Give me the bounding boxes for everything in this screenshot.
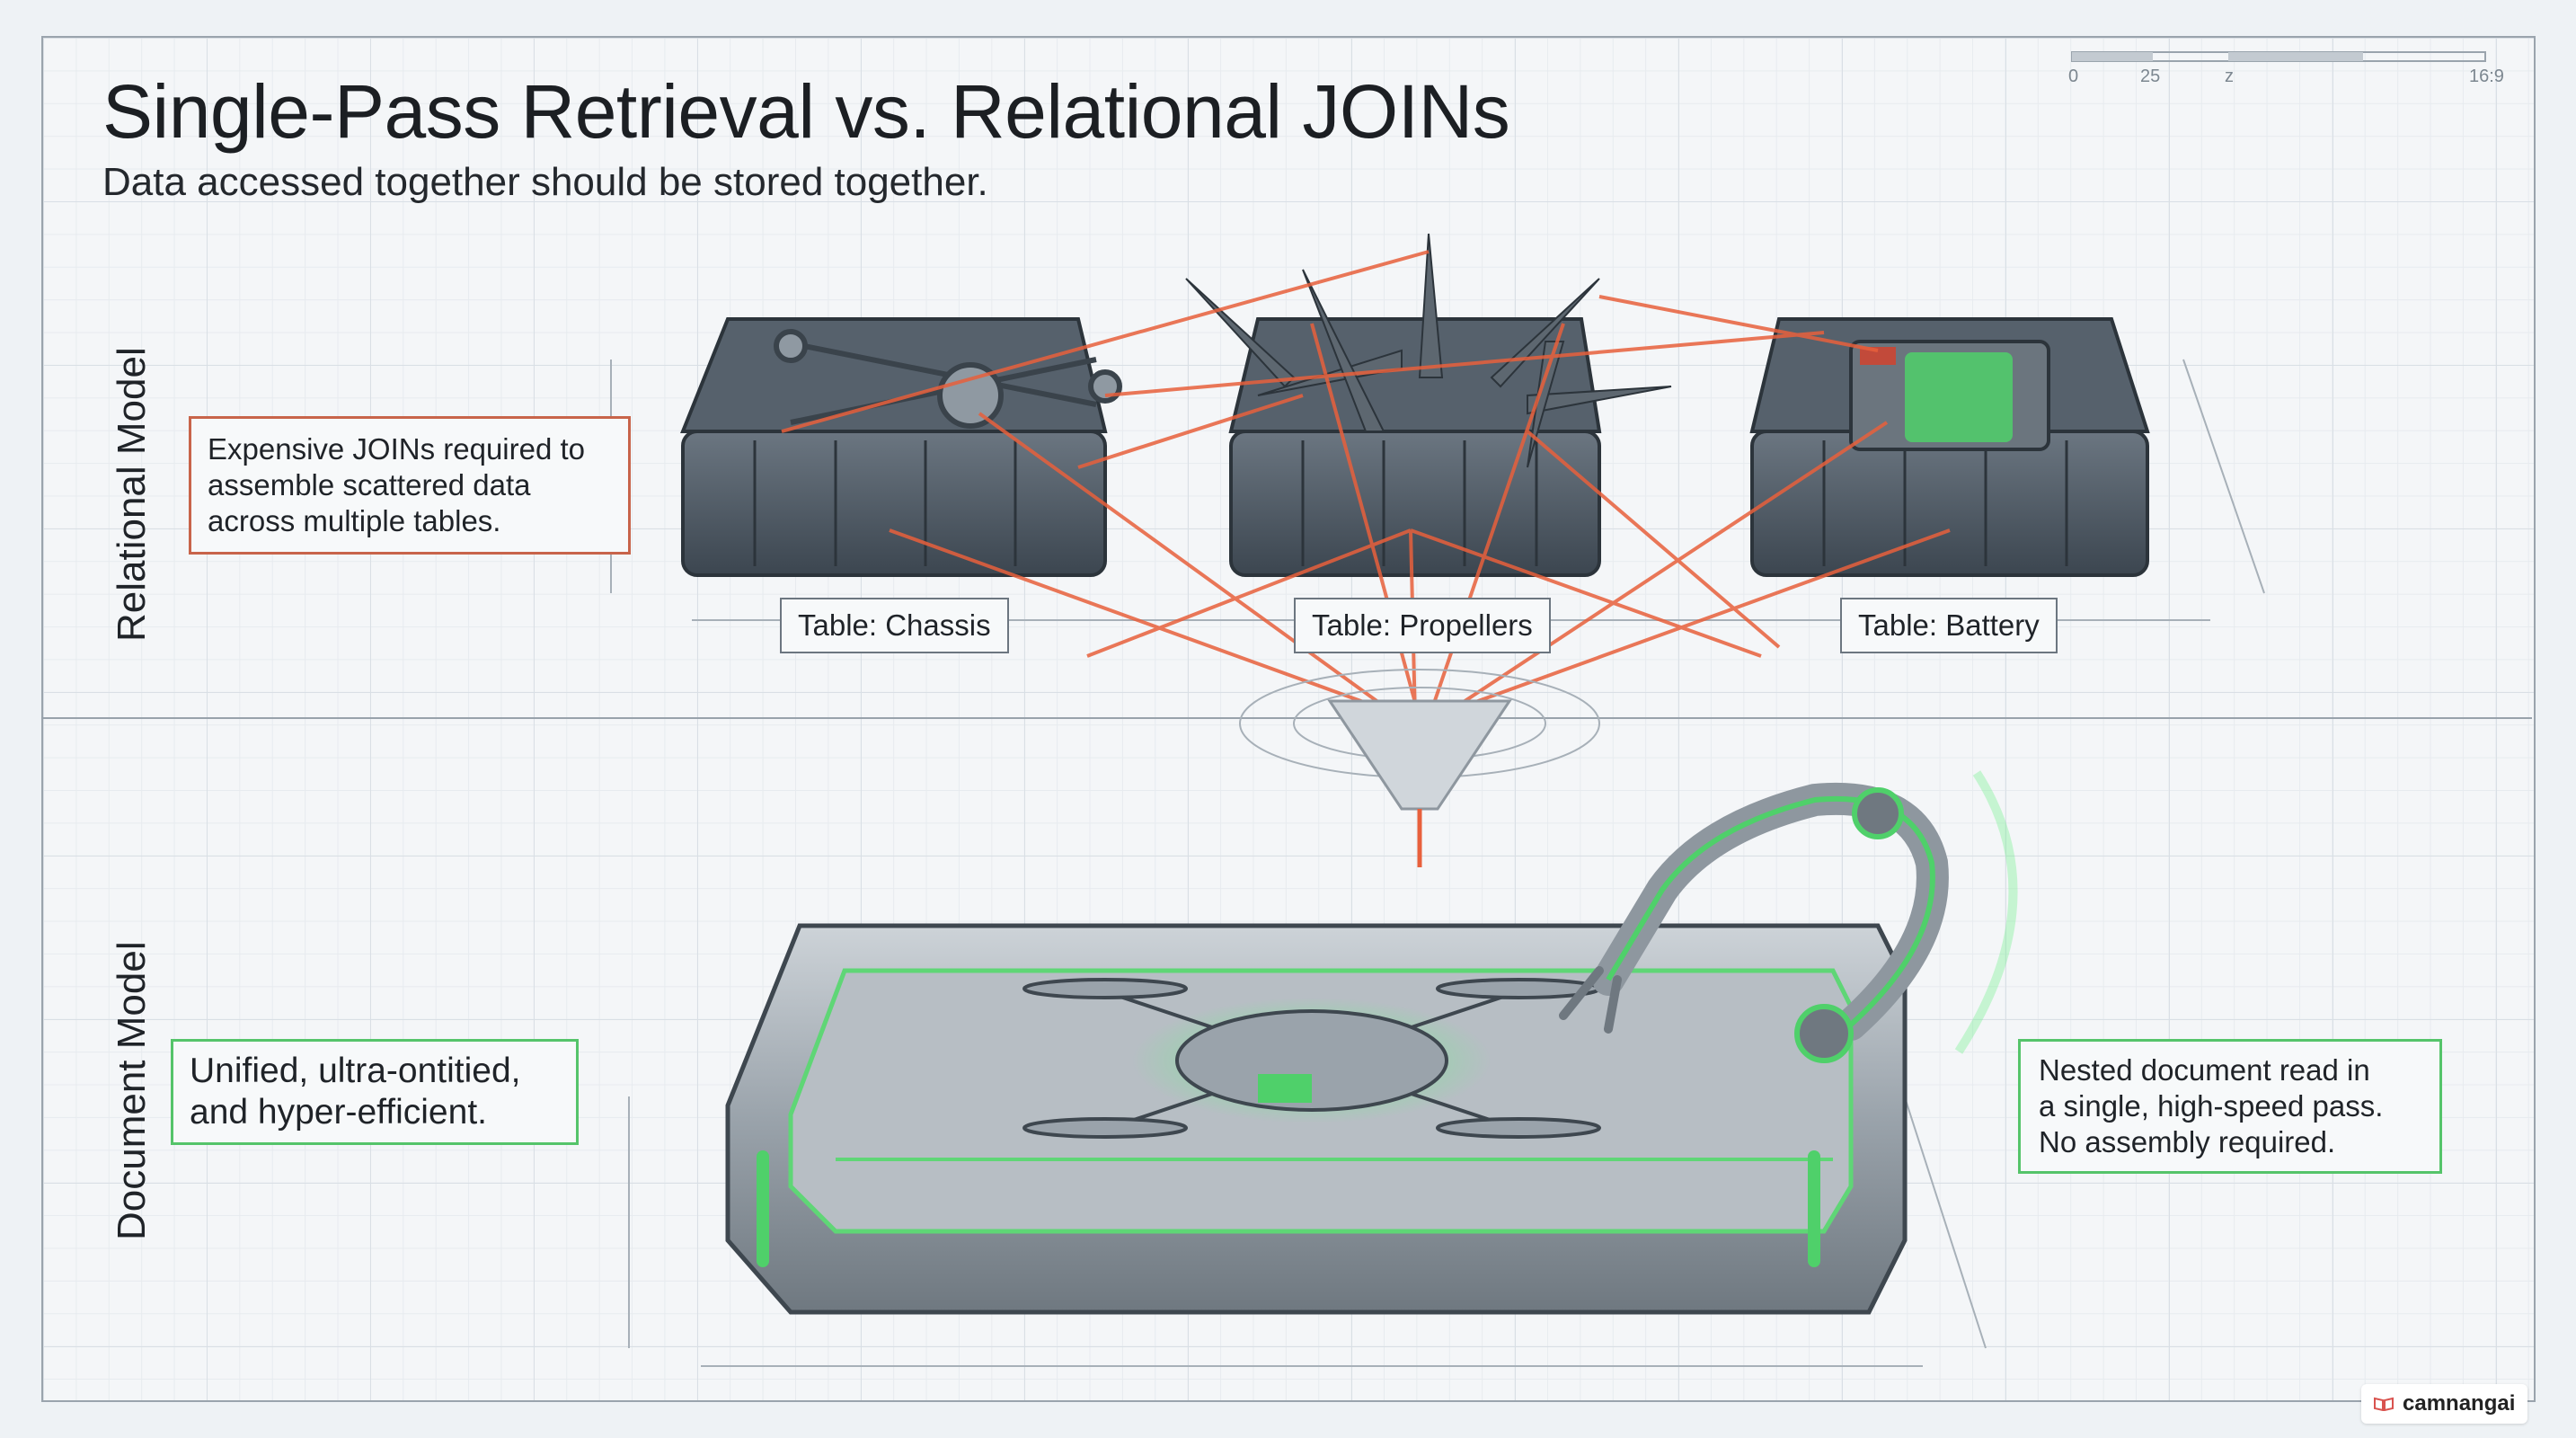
document-tray bbox=[725, 923, 1908, 1315]
callout-expensive-joins: Expensive JOINs required to assemble sca… bbox=[189, 416, 631, 555]
ruler-tick-z: z bbox=[2225, 67, 2234, 86]
section-divider bbox=[41, 717, 2532, 719]
page-title: Single-Pass Retrieval vs. Relational JOI… bbox=[102, 69, 1510, 154]
callout-line: and hyper-efficient. bbox=[190, 1093, 487, 1132]
callout-unified: Unified, ultra-ontitied, and hyper-effic… bbox=[171, 1039, 579, 1145]
callout-line: Unified, ultra-ontitied, bbox=[190, 1052, 521, 1090]
book-icon bbox=[2374, 1397, 2394, 1411]
callout-line: across multiple tables. bbox=[208, 504, 501, 537]
propellers-bin bbox=[1185, 233, 1672, 577]
ruler-tick-0: 0 bbox=[2068, 67, 2079, 86]
callout-line: Nested document read in bbox=[2039, 1053, 2370, 1087]
watermark-text: camnangai bbox=[2403, 1391, 2516, 1416]
table-label-propellers: Table: Propellers bbox=[1294, 598, 1551, 653]
ruler-graphic bbox=[2071, 51, 2486, 62]
page-subtitle: Data accessed together should be stored … bbox=[102, 160, 988, 204]
join-lines bbox=[781, 250, 1951, 721]
robotic-arm bbox=[1559, 770, 2018, 1063]
ruler-tick-ratio: 16:9 bbox=[2469, 67, 2504, 86]
battery-bin bbox=[1749, 317, 2150, 577]
callout-line: a single, high-speed pass. bbox=[2039, 1089, 2384, 1123]
ruler-tick-25: 25 bbox=[2140, 67, 2161, 86]
callout-nested-document: Nested document read in a single, high-s… bbox=[2018, 1039, 2442, 1174]
table-label-battery: Table: Battery bbox=[1840, 598, 2058, 653]
chassis-bin bbox=[680, 317, 1122, 577]
watermark-badge: camnangai bbox=[2361, 1384, 2528, 1424]
callout-line: No assembly required. bbox=[2039, 1125, 2336, 1158]
callout-line: assemble scattered data bbox=[208, 468, 531, 502]
funnel bbox=[1239, 669, 1600, 867]
blueprint-frame bbox=[41, 36, 2536, 1402]
callout-line: Expensive JOINs required to bbox=[208, 432, 586, 466]
table-label-chassis: Table: Chassis bbox=[780, 598, 1009, 653]
